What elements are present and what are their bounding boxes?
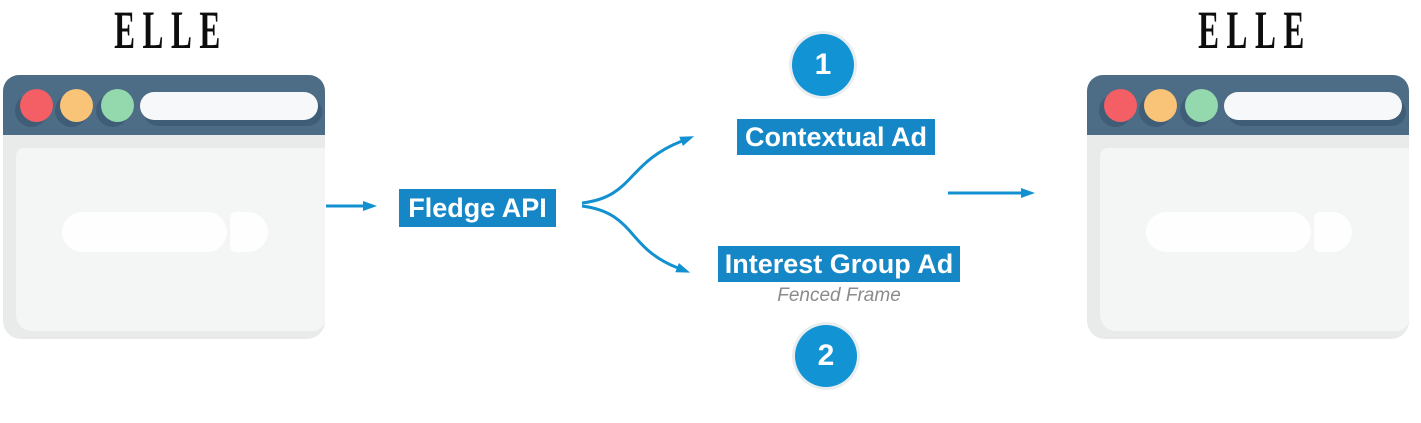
traffic-light-red-icon [20,89,53,122]
interest-group-ad-label: Interest Group Ad [718,246,960,282]
traffic-light-yellow-icon [60,89,93,122]
browser-titlebar [1087,75,1409,135]
page-content-panel [1100,148,1409,331]
traffic-light-green-icon [1185,89,1218,122]
contextual-ad-label: Contextual Ad [737,119,935,155]
fledge-api-label: Fledge API [399,189,556,227]
step-1-badge: 1 [792,34,854,96]
fenced-frame-caption: Fenced Frame [777,285,901,306]
content-placeholder-cap [1314,212,1352,252]
browser-titlebar [3,75,325,135]
step-2-badge: 2 [795,325,857,387]
content-placeholder-bar [1146,212,1311,252]
elle-logo-right-text: ELLE [1197,0,1312,60]
elle-logo-left-text: ELLE [113,0,228,60]
traffic-light-green-icon [101,89,134,122]
arrow-fork-to-interest-group-ad [581,204,691,273]
content-placeholder-bar [62,212,227,252]
traffic-light-red-icon [1104,89,1137,122]
traffic-light-yellow-icon [1144,89,1177,122]
arrow-fork-to-contextual-ad [581,136,695,205]
elle-logo-right: ELLE [1087,0,1409,60]
content-placeholder-cap [230,212,268,252]
browser-body [1087,135,1409,339]
page-content-panel [16,148,325,331]
address-bar [140,92,318,120]
browser-body [3,135,325,339]
address-bar [1224,92,1402,120]
elle-logo-left: ELLE [3,0,325,60]
publisher-browser-right [1087,75,1409,339]
publisher-browser-left [3,75,325,339]
